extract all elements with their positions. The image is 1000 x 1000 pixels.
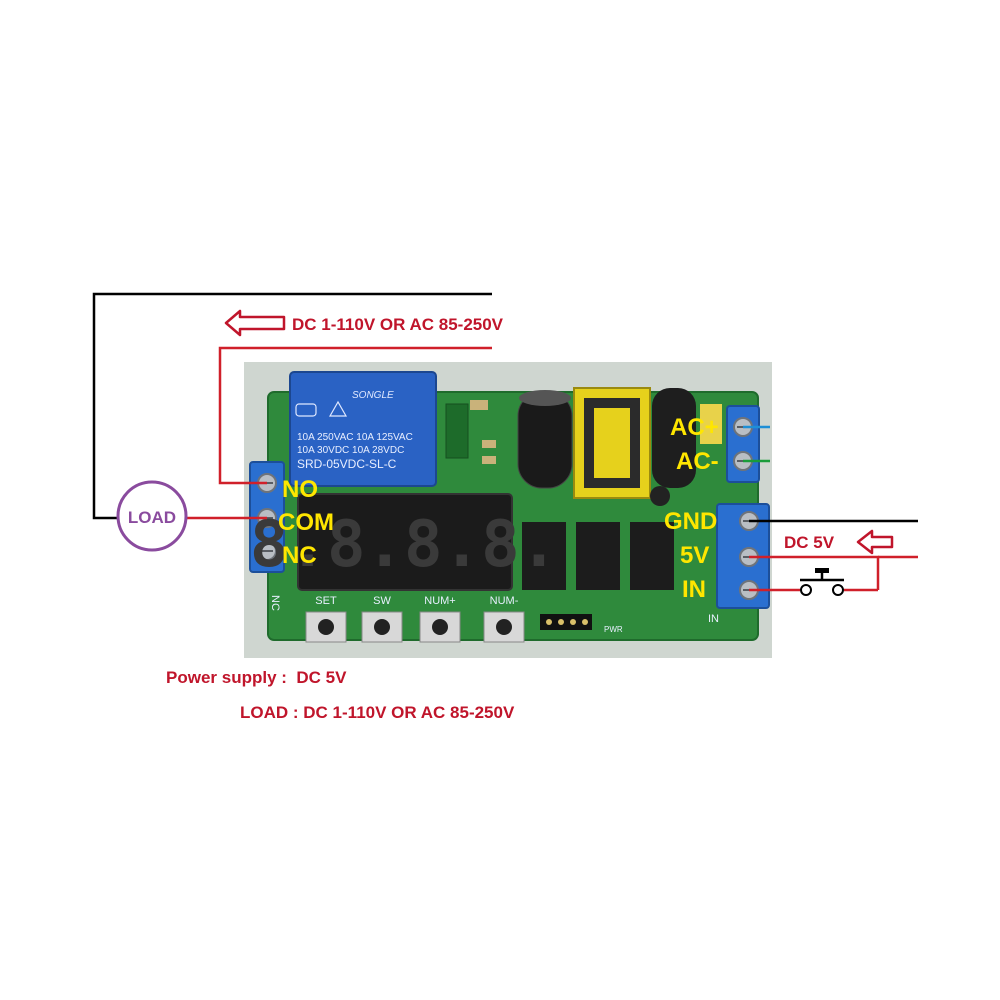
dc5v-input-label: DC 5V xyxy=(784,533,835,552)
ic-chip xyxy=(576,522,620,590)
ic-chip xyxy=(630,522,674,590)
load-note: LOAD : DC 1-110V OR AC 85-250V xyxy=(240,703,514,723)
pin-header xyxy=(540,614,592,630)
power-supply-value: DC 5V xyxy=(296,668,347,687)
ic-chip xyxy=(522,522,566,590)
wire-black-load xyxy=(92,292,492,520)
terminal-label-ac-minus: AC- xyxy=(676,448,719,475)
terminal-label-gnd: GND xyxy=(664,508,717,535)
top-voltage-label: DC 1-110V OR AC 85-250V xyxy=(292,315,504,334)
arrow-left-icon xyxy=(224,309,286,337)
load-note-label: LOAD : xyxy=(240,703,299,722)
seven-segment-display xyxy=(297,493,513,591)
terminal-label-ac-plus: AC+ xyxy=(670,414,719,441)
smd-resistor xyxy=(470,400,488,410)
board-mark-pwr: PWR xyxy=(604,625,623,634)
button-cap xyxy=(432,619,448,635)
load-label: LOAD xyxy=(128,508,176,527)
terminal-label-nc: NC xyxy=(282,542,317,569)
board-mark-nc: NC xyxy=(269,595,281,611)
capacitor xyxy=(517,391,573,489)
relay-cert-mark xyxy=(295,403,317,417)
terminal-label-in: IN xyxy=(682,576,706,603)
terminal-label-no: NO xyxy=(282,476,318,503)
load-symbol xyxy=(116,480,188,552)
display-digits: 8.8.8.8. xyxy=(250,508,558,582)
button-cap xyxy=(318,619,334,635)
button-label-num-minus: NUM- xyxy=(490,595,519,607)
transformer-coil xyxy=(594,408,630,478)
smd-module xyxy=(445,403,469,459)
x-capacitor xyxy=(700,404,722,444)
terminal-label-com: COM xyxy=(278,509,334,536)
power-supply-note: Power supply : DC 5V xyxy=(166,668,346,688)
relay-brand: SONGLE xyxy=(352,390,394,401)
terminal-label-5v: 5V xyxy=(680,542,709,569)
push-button-icon xyxy=(800,568,844,596)
board-mark-in: IN xyxy=(708,613,719,625)
arrow-left-icon xyxy=(856,529,894,555)
button-label-set: SET xyxy=(315,595,337,607)
capacitor xyxy=(652,388,696,488)
button-label-num-plus: NUM+ xyxy=(424,595,455,607)
wire-red-no xyxy=(218,346,492,485)
button-cap xyxy=(374,619,390,635)
capacitor-top xyxy=(519,390,571,406)
power-supply-label: Power supply : xyxy=(166,668,287,687)
load-note-value: DC 1-110V OR AC 85-250V xyxy=(303,703,515,722)
relay-warning-icon xyxy=(328,400,348,417)
button-label-sw: SW xyxy=(373,595,391,607)
relay-rating-2: 10A 30VDC 10A 28VDC xyxy=(297,445,404,456)
smd-resistor xyxy=(482,456,496,464)
relay-rating-1: 10A 250VAC 10A 125VAC xyxy=(297,432,413,443)
relay-model: SRD-05VDC-SL-C xyxy=(297,457,397,471)
small-capacitor xyxy=(650,486,670,506)
num-minus-button xyxy=(483,611,525,643)
relay xyxy=(289,371,437,487)
smd-resistor xyxy=(482,440,496,448)
button-cap xyxy=(496,619,512,635)
